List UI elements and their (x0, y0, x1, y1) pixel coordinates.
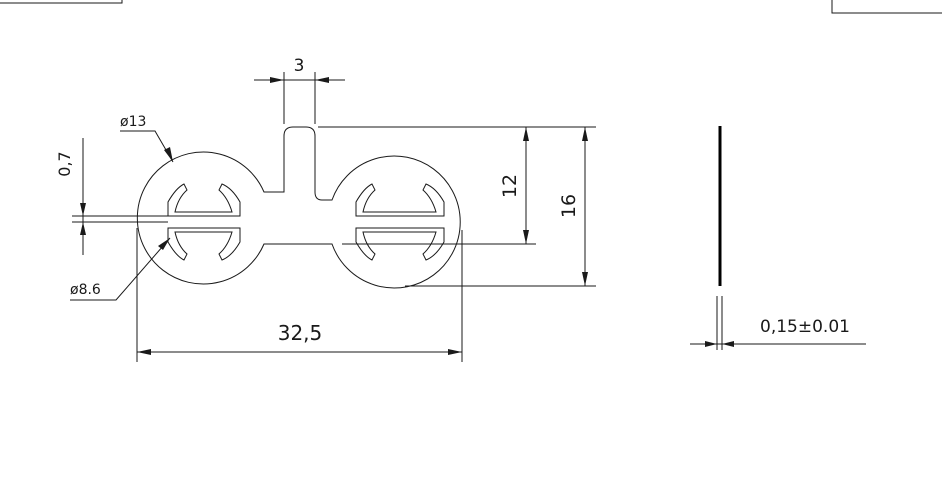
frame-fragments (0, 0, 942, 14)
left-bore-slots (167, 183, 241, 261)
dim-inner-diameter-label: ø8.6 (70, 282, 101, 298)
dim-tab-to-bottom: 12 (318, 126, 596, 245)
gasket-profile-outline (136, 126, 461, 289)
dim-slot-width-label: 0,7 (55, 151, 74, 176)
dim-outer-diameter: ø13 (120, 114, 174, 163)
dim-slot-width: 0,7 (55, 138, 168, 255)
dim-total-height: 16 (405, 127, 596, 287)
side-view: 0,15±0.01 (690, 126, 866, 350)
dim-total-width-label: 32,5 (278, 321, 323, 345)
dim-tab-width: 3 (254, 56, 345, 124)
right-slot-upper (355, 183, 445, 217)
dim-tab-to-bottom-label: 12 (499, 174, 521, 198)
right-slot-lower (355, 227, 445, 261)
dim-total-width: 32,5 (136, 228, 463, 362)
right-bore-slots (355, 183, 445, 261)
frame-corner-top-right (831, 0, 942, 14)
dim-outer-diameter-label: ø13 (120, 114, 146, 130)
frame-corner-top-left (0, 0, 123, 4)
dim-total-height-label: 16 (558, 194, 580, 218)
dim-tab-width-label: 3 (294, 56, 305, 76)
dim-thickness-label: 0,15±0.01 (760, 317, 850, 337)
left-slot-upper (167, 183, 241, 217)
dim-inner-diameter: ø8.6 (70, 237, 171, 301)
left-slot-lower (167, 227, 241, 261)
